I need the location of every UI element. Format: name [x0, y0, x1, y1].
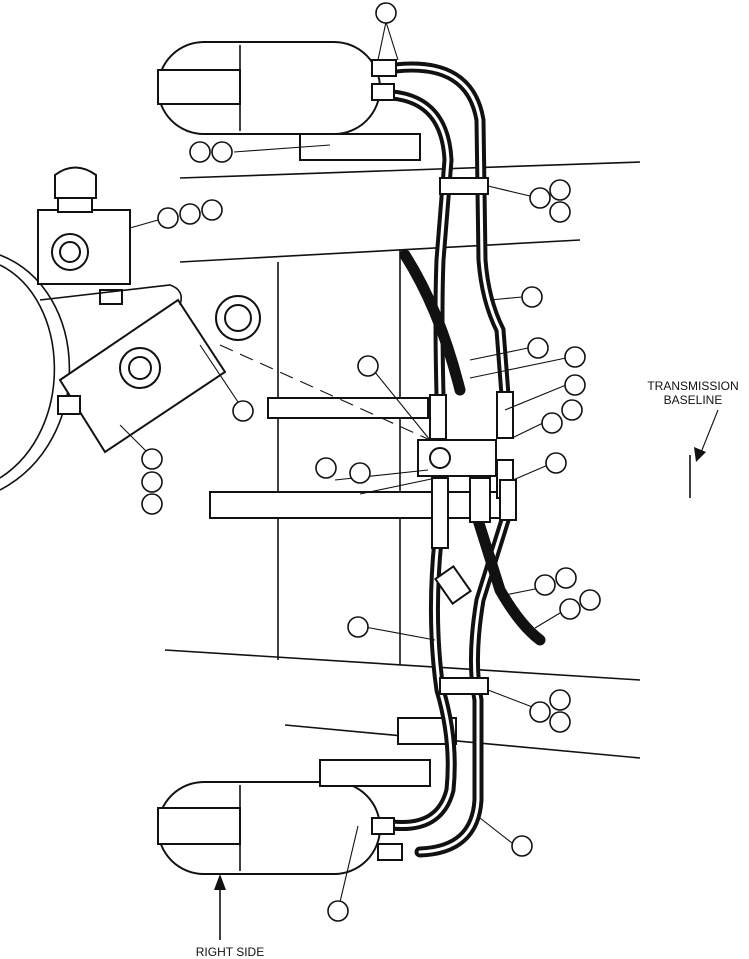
frame-rails — [164, 161, 641, 759]
manifold-block — [417, 391, 517, 605]
relay-valve — [37, 166, 131, 285]
lower-air-tank — [157, 717, 457, 875]
transmission-label: TRANSMISSION — [647, 379, 738, 393]
upper-air-tank — [157, 41, 421, 161]
tank-fittings — [371, 59, 403, 861]
hose-clamps — [439, 177, 489, 695]
right-side-label: RIGHT SIDE — [196, 945, 264, 959]
hoses — [386, 61, 546, 858]
baseline-label: BASELINE — [664, 393, 723, 407]
left-wheel-drum — [0, 254, 71, 491]
crossmember — [209, 250, 501, 665]
transmission-baseline-marker — [689, 409, 719, 498]
quick-release-valve — [39, 284, 261, 454]
right-side-arrow — [214, 874, 226, 940]
dashed-leader — [219, 344, 431, 441]
callouts — [119, 2, 601, 922]
